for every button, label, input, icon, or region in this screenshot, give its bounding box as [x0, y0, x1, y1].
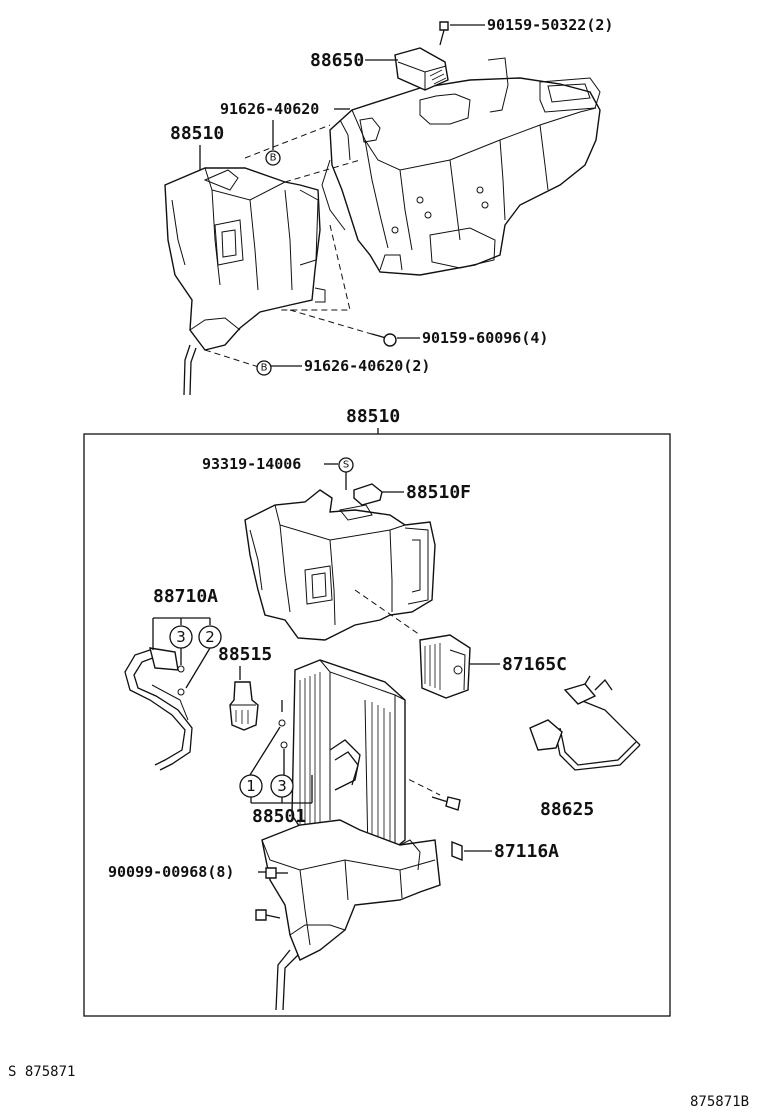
footer-right-code: 875871B: [690, 1094, 749, 1110]
label-88710A: 88710A: [153, 586, 218, 607]
label-88625: 88625: [540, 799, 594, 820]
screw-90099-b: [255, 909, 281, 921]
ring-3-left-text: 3: [176, 628, 186, 646]
ring-1-text: 1: [246, 777, 256, 795]
ring-3-bottom-text: 3: [277, 777, 287, 795]
label-88510-box: 88510: [346, 406, 400, 427]
label-93319-14006: 93319-14006: [202, 455, 301, 473]
main-housing: [321, 57, 601, 276]
ring-2-text: 2: [205, 628, 215, 646]
drain-hose-top: [183, 344, 191, 396]
b-mark-top-text: B: [270, 153, 277, 164]
upper-case: [244, 489, 436, 641]
b-mark-top: [265, 150, 281, 166]
part-87165C-block: [419, 634, 471, 699]
evaporator-unit-top: [164, 167, 326, 351]
label-90159-50322: 90159-50322(2): [487, 16, 613, 34]
b-mark-bottom-text: B: [261, 363, 268, 374]
part-88650-module: [394, 47, 449, 91]
part-88625-harness: [529, 675, 641, 771]
dash-line-5: [204, 349, 263, 369]
part-88515-valve: [229, 681, 259, 731]
label-87165C: 87165C: [502, 654, 567, 675]
dash-line-1: [244, 124, 331, 159]
label-91626-40620-b: 91626-40620(2): [304, 357, 430, 375]
label-90159-60096: 90159-60096(4): [422, 329, 548, 347]
label-88510F: 88510F: [406, 482, 471, 503]
screw-90159-50322: [439, 21, 449, 46]
part-87116A-clip: [451, 840, 463, 862]
exploded-view-frame: [83, 433, 671, 1017]
label-88510-top: 88510: [170, 123, 224, 144]
label-88501: 88501: [252, 806, 306, 827]
label-88515: 88515: [218, 644, 272, 665]
screw-90099-a: [265, 867, 288, 879]
label-88650: 88650: [310, 50, 364, 71]
part-88510F-sensor: [353, 483, 383, 506]
footer-left-code: S 875871: [8, 1064, 75, 1080]
label-90099-00968: 90099-00968(8): [108, 863, 234, 881]
dash-line-3: [280, 224, 351, 311]
dash-line-2: [284, 159, 361, 183]
dash-line-4: [289, 309, 376, 336]
b-mark-bottom: [256, 360, 272, 376]
drain-hose-bottom: [275, 949, 291, 1011]
label-91626-40620-a: 91626-40620: [220, 100, 319, 118]
lower-case: [261, 819, 441, 961]
screw-center: [431, 796, 461, 811]
screw-90159-60096: [371, 333, 397, 347]
s-mark-text: S: [343, 460, 349, 471]
label-87116A: 87116A: [494, 841, 559, 862]
